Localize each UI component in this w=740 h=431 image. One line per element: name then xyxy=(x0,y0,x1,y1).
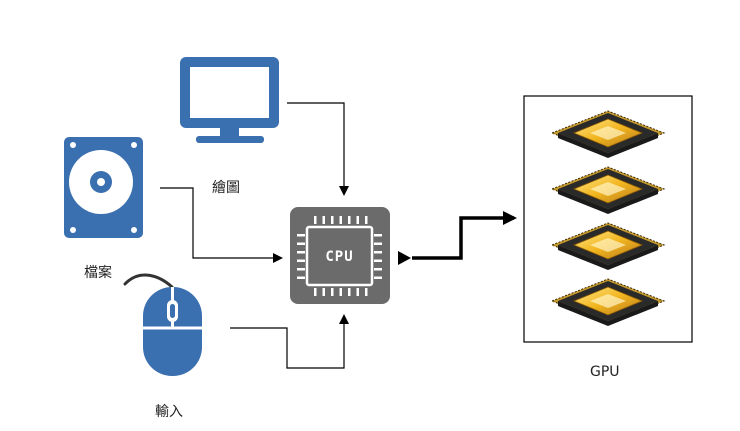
hard-disk-icon xyxy=(64,137,143,238)
cpu-pin xyxy=(314,288,317,296)
mouse-icon xyxy=(123,273,202,376)
cpu-pin xyxy=(297,251,305,254)
cpu-pin xyxy=(374,268,382,271)
cpu-pin xyxy=(331,216,334,224)
cpu-pin xyxy=(314,216,317,224)
cpu-pin xyxy=(339,288,342,296)
cpu-pin xyxy=(374,276,382,279)
gpu-chip xyxy=(550,166,666,214)
cpu-pin xyxy=(365,288,368,296)
cpu-pin xyxy=(348,288,351,296)
mouse-label: 輸入 xyxy=(155,404,183,420)
gpu-chip xyxy=(550,110,666,158)
monitor-label: 繪圖 xyxy=(212,179,240,196)
cpu-pin xyxy=(322,216,325,224)
gpu-chip-stack xyxy=(550,110,666,326)
cpu-pin xyxy=(348,216,351,224)
disk-to-cpu-arrow xyxy=(160,187,283,263)
cpu-chip-icon: CPU xyxy=(290,207,390,304)
cpu-pin xyxy=(365,216,368,224)
monitor-icon xyxy=(180,57,279,143)
cpu-pin xyxy=(297,242,305,245)
cpu-pin xyxy=(322,288,325,296)
cpu-pin xyxy=(297,259,305,262)
cpu-pin xyxy=(356,288,359,296)
cpu-gpu-link xyxy=(412,211,517,260)
cpu-pin xyxy=(331,288,334,296)
monitor-to-cpu-arrow xyxy=(287,102,349,196)
cpu-pin xyxy=(374,259,382,262)
gpu-chip xyxy=(550,278,666,326)
gpu-label: GPU xyxy=(590,364,620,380)
cpu-pin xyxy=(356,216,359,224)
cpu-pin xyxy=(374,234,382,237)
cpu-pin xyxy=(339,216,342,224)
mouse-to-cpu-arrow xyxy=(230,314,349,369)
cpu-pin xyxy=(297,268,305,271)
gpu-chip xyxy=(550,222,666,270)
disk-label: 檔案 xyxy=(84,264,112,281)
cpu-pins xyxy=(297,216,382,296)
cpu-label: CPU xyxy=(325,249,353,265)
cpu-pin xyxy=(374,251,382,254)
cpu-pin xyxy=(297,276,305,279)
cpu-pin xyxy=(374,242,382,245)
cpu-pin xyxy=(297,234,305,237)
cpu-gpu-link-back-arrow xyxy=(398,251,411,265)
